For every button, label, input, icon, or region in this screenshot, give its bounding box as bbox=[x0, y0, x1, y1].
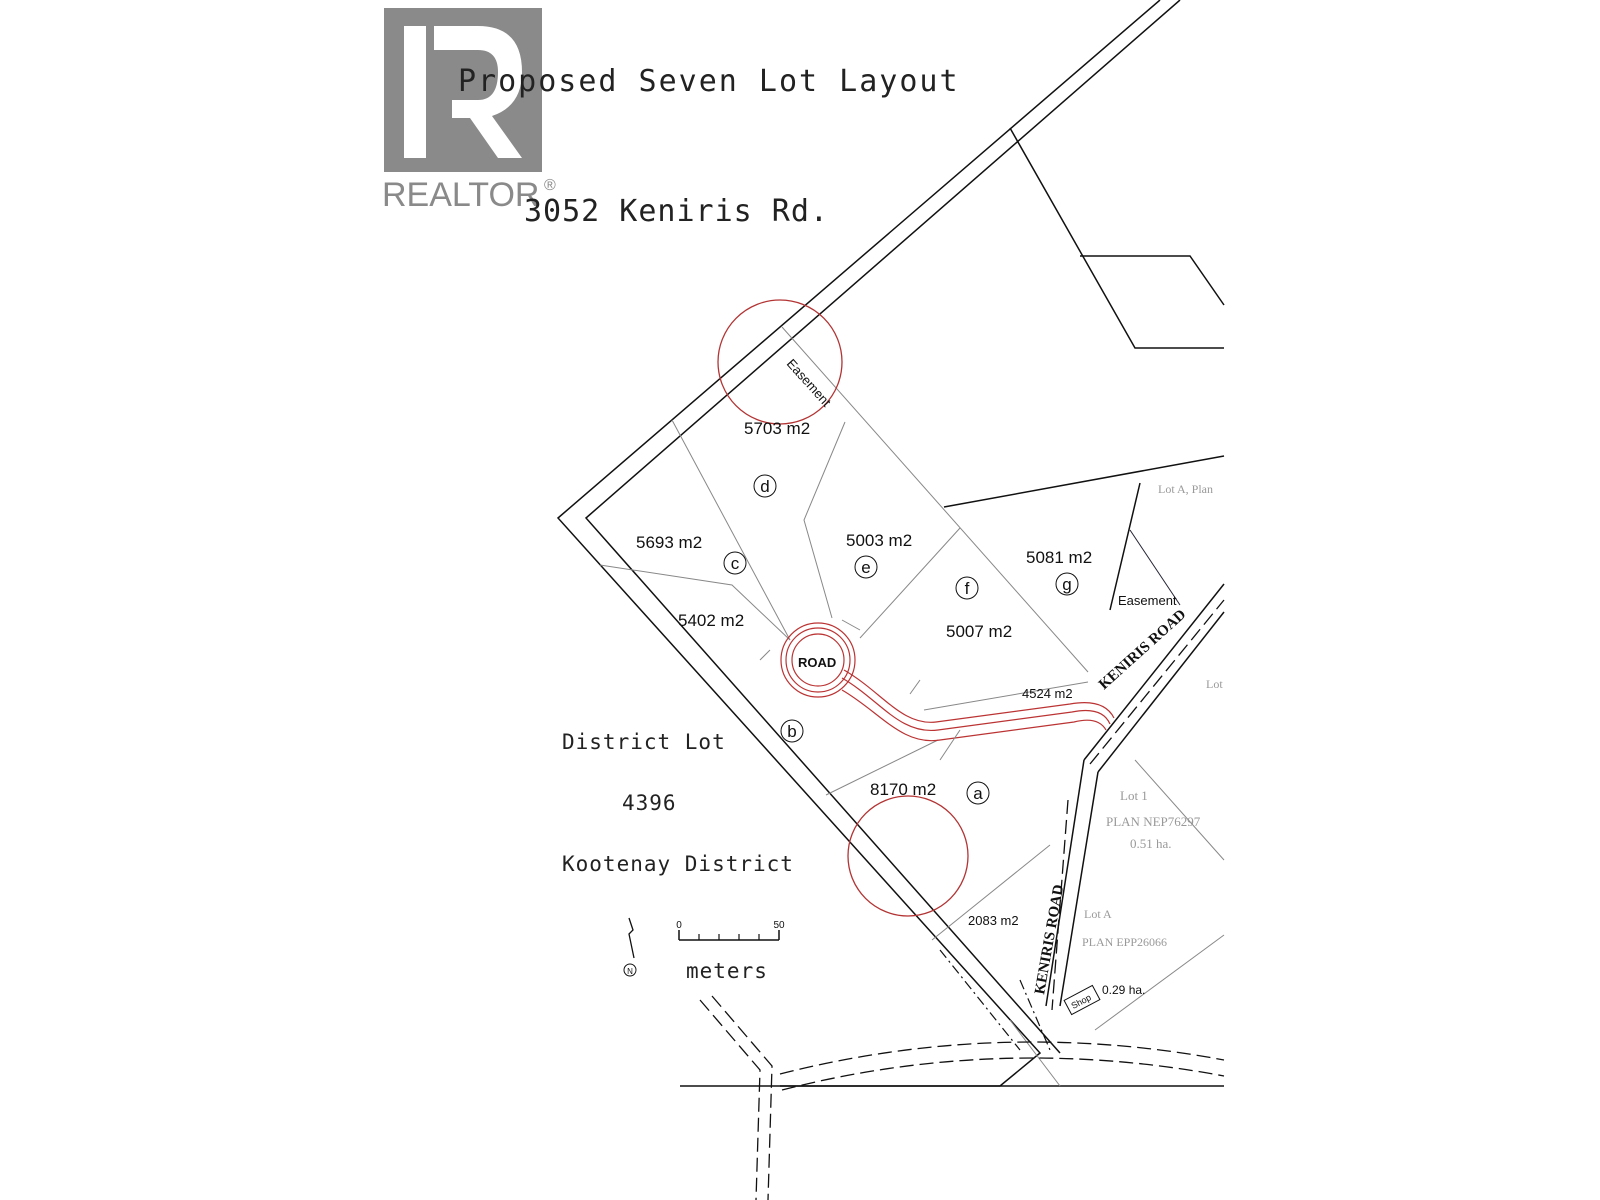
lot1-area-label: 0.51 ha. bbox=[1130, 836, 1172, 851]
easement-label-right: Easement bbox=[1118, 593, 1177, 608]
svg-text:f: f bbox=[965, 579, 970, 598]
keniris-road-label-upper: KENIRIS ROAD bbox=[1096, 607, 1190, 693]
lot-partial-label: Lot bbox=[1206, 677, 1223, 691]
district-lot-label: District Lot bbox=[562, 730, 726, 754]
internal-road bbox=[759, 619, 1115, 761]
road-area: 4524 m2 bbox=[1022, 686, 1073, 701]
lot-letter-e: e bbox=[854, 555, 878, 579]
scale-bar: 0 50 meters bbox=[676, 920, 785, 983]
north-arrow-icon: N bbox=[623, 917, 637, 977]
lot-lines bbox=[599, 326, 1225, 1087]
lot-letter-a: a bbox=[966, 781, 990, 805]
svg-text:e: e bbox=[861, 558, 870, 577]
svg-text:d: d bbox=[760, 477, 769, 496]
plan-epp-label: PLAN EPP26066 bbox=[1082, 935, 1167, 949]
easement-label-top: Easement bbox=[784, 356, 835, 410]
road-label: ROAD bbox=[798, 655, 836, 670]
plan-nep-label: PLAN NEP76297 bbox=[1106, 814, 1201, 829]
address-title: 3052 Keniris Rd. bbox=[524, 194, 829, 229]
svg-text:g: g bbox=[1062, 575, 1071, 594]
lot-a-plan-top-label: Lot A, Plan bbox=[1158, 482, 1213, 496]
boundary-circle-bottom bbox=[847, 795, 969, 917]
lower-road bbox=[699, 949, 1225, 1200]
keniris-road-label-lower: KENIRIS ROAD bbox=[1032, 883, 1067, 996]
keniris-road bbox=[1045, 583, 1225, 1011]
realtor-logo-text: REALTOR bbox=[382, 176, 539, 214]
lot-letter-g: g bbox=[1055, 572, 1079, 596]
remainder-area: 2083 m2 bbox=[968, 913, 1019, 928]
lot-a-area-label: 0.29 ha. bbox=[1102, 983, 1145, 997]
lot1-label: Lot 1 bbox=[1120, 788, 1148, 803]
district-lot-number: 4396 bbox=[622, 791, 677, 815]
lot-a-area: 8170 m2 bbox=[870, 780, 936, 799]
realtor-logo: REALTOR ® bbox=[382, 8, 556, 214]
lot-a-label: Lot A bbox=[1084, 907, 1112, 921]
lot-letter-d: d bbox=[753, 474, 777, 498]
lot-f-area: 5007 m2 bbox=[946, 622, 1012, 641]
district-name: Kootenay District bbox=[562, 852, 794, 876]
plan-title: Proposed Seven Lot Layout bbox=[458, 64, 960, 99]
shop-label: Shop bbox=[1070, 992, 1093, 1011]
lot-d-area: 5703 m2 bbox=[744, 419, 810, 438]
property-boundary bbox=[556, 0, 1224, 1087]
north-label: N bbox=[627, 967, 633, 976]
scale-unit: meters bbox=[686, 959, 768, 983]
lot-e-area: 5003 m2 bbox=[846, 531, 912, 550]
scale-end: 50 bbox=[773, 920, 785, 931]
boundary-circle-top bbox=[717, 299, 843, 425]
registered-mark: ® bbox=[544, 177, 556, 194]
scale-start: 0 bbox=[676, 920, 682, 931]
lot-b-area: 5402 m2 bbox=[678, 611, 744, 630]
svg-text:a: a bbox=[973, 784, 983, 803]
lot-c-area: 5693 m2 bbox=[636, 533, 702, 552]
lot-g-area: 5081 m2 bbox=[1026, 548, 1092, 567]
svg-text:b: b bbox=[787, 722, 796, 741]
shop-building: Shop bbox=[1063, 984, 1101, 1016]
svg-text:c: c bbox=[731, 554, 740, 573]
neighbour-parcels bbox=[943, 127, 1225, 611]
lot-letter-b: b bbox=[780, 719, 804, 743]
lot-letter-c: c bbox=[723, 551, 747, 575]
lot-letter-f: f bbox=[955, 576, 979, 600]
